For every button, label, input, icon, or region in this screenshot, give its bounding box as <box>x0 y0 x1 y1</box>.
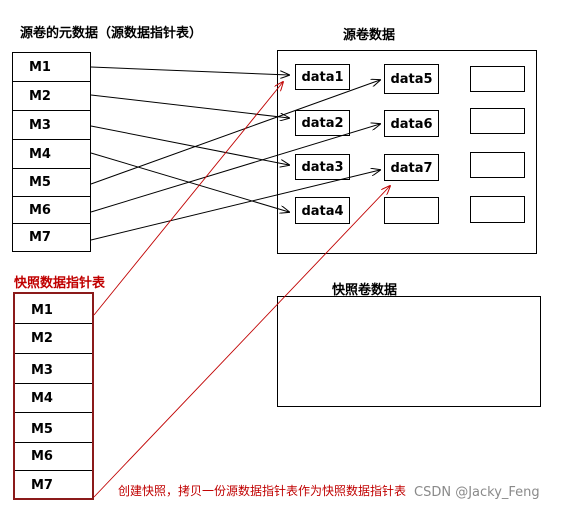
snapshot-volume-title: 快照卷数据 <box>332 283 398 298</box>
data-block-empty <box>470 196 525 223</box>
source-pointer-row: M2 <box>13 82 90 111</box>
arrow-m5-data5 <box>90 80 380 185</box>
arrow-m1-data1 <box>90 66 289 75</box>
source-pointer-row: M4 <box>13 140 90 169</box>
snapshot-pointer-row: M1 <box>15 294 92 324</box>
source-pointer-row: M1 <box>13 53 90 82</box>
data-block: data7 <box>384 154 439 181</box>
watermark: CSDN @Jacky_Feng <box>414 485 540 500</box>
arrow-m7-data7 <box>90 170 380 241</box>
red-arrow-m7-data7 <box>93 186 390 498</box>
source-meta-title: 源卷的元数据（源数据指针表） <box>20 26 203 41</box>
data-block: data4 <box>295 197 350 224</box>
source-pointer-row: M3 <box>13 111 90 140</box>
snapshot-pointer-row: M6 <box>15 443 92 471</box>
data-block-empty <box>384 197 439 224</box>
data-block-empty <box>470 66 525 92</box>
snapshot-pointer-row: M5 <box>15 413 92 443</box>
source-pointer-row: M5 <box>13 169 90 197</box>
data-block: data2 <box>295 110 350 136</box>
snapshot-meta-title: 快照数据指针表 <box>14 276 106 291</box>
arrow-m4-data4 <box>90 152 289 212</box>
snapshot-volume-box <box>277 296 541 407</box>
source-volume-box <box>277 50 537 254</box>
arrow-m3-data3 <box>90 125 289 165</box>
data-block: data1 <box>295 64 350 90</box>
source-pointer-row: M7 <box>29 230 51 245</box>
source-pointer-row: M6 <box>13 197 90 224</box>
data-block-empty <box>470 108 525 134</box>
snapshot-pointer-row: M3 <box>15 354 92 384</box>
arrow-m2-data2 <box>90 94 289 118</box>
source-volume-title: 源卷数据 <box>343 28 396 43</box>
snapshot-pointer-row: M7 <box>31 478 53 493</box>
red-arrow-m1-data1 <box>93 82 283 316</box>
snapshot-pointer-table: M1 M2 M3 M4 M5 M6 M7 <box>13 292 94 500</box>
data-block: data5 <box>384 64 439 94</box>
data-block: data6 <box>384 110 439 137</box>
source-pointer-table: M1 M2 M3 M4 M5 M6 M7 <box>12 52 91 252</box>
data-block-empty <box>470 152 525 178</box>
snapshot-pointer-row: M4 <box>15 384 92 413</box>
snapshot-caption: 创建快照，拷贝一份源数据指针表作为快照数据指针表 <box>118 484 407 498</box>
data-block: data3 <box>295 154 350 180</box>
snapshot-pointer-row: M2 <box>15 324 92 354</box>
arrow-m6-data6 <box>90 124 380 213</box>
